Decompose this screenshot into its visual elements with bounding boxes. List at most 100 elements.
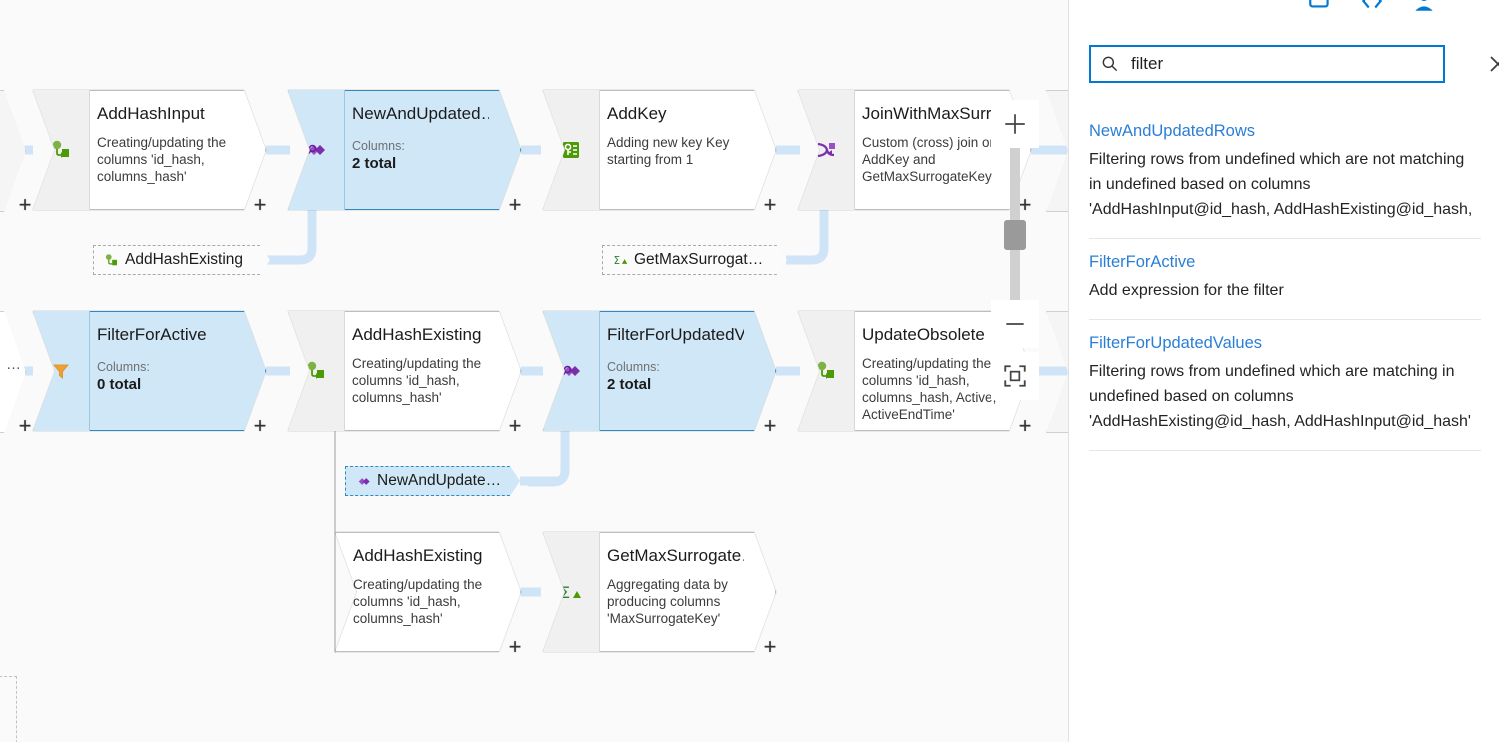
exists-icon [288,90,345,210]
node-description: Creating/updating the columns 'id_hash, … [97,135,227,184]
aggregate-icon: Σ [543,532,600,652]
search-result-item[interactable]: FilterForUpdatedValues Filtering rows fr… [1089,320,1481,451]
node-description: Creating/updating the columns 'id_hash, … [353,577,483,626]
add-node-plus[interactable]: + [508,634,522,659]
zoom-out-icon [1006,323,1024,325]
reference-chip-new-and-update[interactable]: NewAndUpdate… [345,466,520,496]
node-title: FilterForUpdatedV… [607,325,744,344]
node-title: AddHashExisting [352,325,482,344]
node-columns-value: 2 total [352,155,397,172]
node-title: JoinWithMaxSurr… [862,104,999,123]
chip-label: AddHashExisting [125,251,244,268]
search-result-title[interactable]: FilterForActive [1089,253,1196,271]
add-node-plus[interactable]: + [1018,192,1032,217]
node-add-key[interactable]: AddKey Adding new key Key starting from … [543,90,776,216]
chip-label: NewAndUpdate… [377,472,502,489]
fit-to-screen-icon [1004,365,1026,387]
node-columns-value: 2 total [607,376,652,393]
derived-column-icon [288,311,345,431]
add-node-plus-left[interactable]: + [18,413,32,438]
aggregate-icon: Σ [613,253,628,268]
add-node-plus[interactable]: + [763,192,777,217]
node-body: AddKey Adding new key Key starting from … [599,90,750,210]
node-description: Adding new key Key starting from 1 [607,135,730,167]
reference-chip-add-hash-existing[interactable]: AddHashExisting [93,245,270,275]
node-description: Custom (cross) join on AddKey and GetMax… [862,135,998,184]
rectangle-icon[interactable] [1307,0,1333,14]
derived-column-icon [33,90,90,210]
close-search-button[interactable] [1483,49,1499,79]
node-description: Aggregating data by producing columns 'M… [607,577,728,626]
fit-to-screen-button[interactable] [991,352,1039,400]
add-node-plus[interactable]: + [508,192,522,217]
search-results-list: NewAndUpdatedRows Filtering rows from un… [1089,108,1481,451]
node-new-and-updated-rows[interactable]: NewAndUpdated… Columns: 2 total + [288,90,521,216]
node-description: Creating/updating the columns 'id_hash, … [862,356,997,422]
derived-column-icon [798,311,855,431]
node-body: AddHashExisting Creating/updating the co… [344,311,495,431]
node-columns-label: Columns: [607,360,660,374]
person-icon[interactable] [1411,0,1437,14]
node-description: Creating/updating the columns 'id_hash, … [352,356,482,405]
node-columns-label: Columns: [97,360,150,374]
node-stub-ellipsis: … [6,356,21,373]
add-node-plus[interactable]: + [763,634,777,659]
exists-icon [543,311,600,431]
search-input[interactable] [1125,54,1443,74]
search-panel: NewAndUpdatedRows Filtering rows from un… [1069,26,1499,742]
node-get-max-surrogate-key[interactable]: Σ GetMaxSurrogate… Aggregating data by p… [543,532,776,658]
chip-label: GetMaxSurrogat… [634,251,764,268]
zoom-in-icon [1005,114,1025,134]
node-body: FilterForActive Columns: 0 total [89,311,240,431]
add-node-plus[interactable]: + [763,413,777,438]
search-result-item[interactable]: FilterForActive Add expression for the f… [1089,239,1481,320]
search-row [1089,45,1499,85]
search-icon [1095,54,1125,74]
node-body: NewAndUpdated… Columns: 2 total [344,90,495,210]
add-node-plus-left[interactable]: + [18,192,32,217]
zoom-slider-thumb[interactable] [1004,220,1026,250]
filter-icon [33,311,90,431]
node-filter-for-active[interactable]: FilterForActive Columns: 0 total + + [19,311,266,437]
search-result-title[interactable]: FilterForUpdatedValues [1089,334,1263,352]
node-title: AddHashExisting [353,546,483,565]
top-toolbar-strip [1069,0,1499,27]
node-title: AddHashInput [97,104,205,123]
search-result-title[interactable]: NewAndUpdatedRows [1089,122,1256,140]
add-node-plus[interactable]: + [508,413,522,438]
search-result-description: Add expression for the filter [1089,282,1284,299]
node-filter-for-updated-values[interactable]: FilterForUpdatedV… Columns: 2 total + [543,311,776,437]
node-body: FilterForUpdatedV… Columns: 2 total [599,311,750,431]
node-body: JoinWithMaxSurr… Custom (cross) join on … [854,90,1005,210]
node-add-hash-input[interactable]: AddHashInput Creating/updating the colum… [19,90,266,216]
exists-icon [356,474,371,489]
add-node-plus[interactable]: + [253,192,267,217]
selection-marquee-outline [0,676,17,742]
search-result-description: Filtering rows from undefined which are … [1089,151,1473,218]
node-add-hash-existing[interactable]: AddHashExisting Creating/updating the co… [288,311,521,437]
add-node-plus[interactable]: + [1018,413,1032,438]
search-result-item[interactable]: NewAndUpdatedRows Filtering rows from un… [1089,108,1481,239]
reference-chip-get-max-surrogate[interactable]: Σ GetMaxSurrogat… [602,245,787,275]
code-icon[interactable] [1359,0,1385,14]
surrogate-key-icon [543,90,600,210]
svg-text:Σ: Σ [614,255,620,266]
data-flow-canvas[interactable]: + … + AddHashInput Creating/updati [0,0,1069,742]
add-node-plus[interactable]: + [253,413,267,438]
zoom-in-button[interactable] [991,100,1039,148]
close-icon [1490,56,1499,72]
search-result-description: Filtering rows from undefined which are … [1089,363,1471,430]
node-title: NewAndUpdated… [352,104,489,123]
zoom-control[interactable] [991,100,1039,400]
node-title: FilterForActive [97,325,207,344]
search-box[interactable] [1089,45,1445,83]
join-icon [798,90,855,210]
node-title: AddKey [607,104,667,123]
node-add-hash-existing-2[interactable]: AddHashExisting Creating/updating the co… [335,532,521,658]
zoom-out-button[interactable] [991,300,1039,348]
node-columns-label: Columns: [352,139,405,153]
node-columns-value: 0 total [97,376,142,393]
canvas-right-edge [1068,0,1069,742]
node-body: UpdateObsolete Creating/updating the col… [854,311,1005,431]
